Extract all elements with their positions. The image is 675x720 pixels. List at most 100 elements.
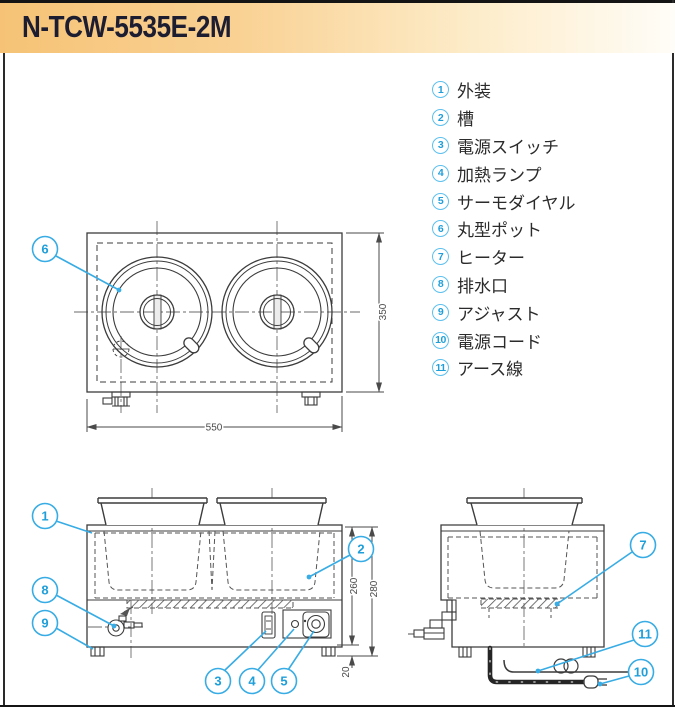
power-plug [583, 675, 607, 689]
model-number-title: N-TCW-5535E-2M [22, 9, 232, 44]
legend-circled-number: 2 [432, 109, 449, 127]
top-view-drawing: 550 350 6 [31, 221, 391, 435]
heat-lamp [290, 619, 300, 629]
callout-number: 8 [41, 583, 48, 598]
heater-side [480, 598, 560, 618]
legend-circled-number: 10 [432, 331, 449, 349]
dimension-350: 350 [346, 232, 391, 393]
legend-label: 丸型ポット [457, 221, 542, 241]
legend-label: 加熱ランプ [457, 165, 542, 185]
legend-label: 槽 [457, 110, 474, 130]
legend-circled-number: 6 [432, 220, 449, 238]
callout-number: 6 [41, 242, 48, 257]
dim-label-foot-height: 20 [341, 666, 352, 678]
front-view-drawing: 260 280 20 1 8 [31, 488, 382, 695]
dimension-260-280-20: 260 280 20 [337, 526, 382, 679]
thermo-dial-bezel [302, 611, 330, 638]
front-view-callouts: 1 8 9 2 [31, 502, 375, 695]
panel-plate [282, 609, 332, 639]
legend-label: アース線 [457, 360, 524, 380]
legend-item: 1 外装 [432, 76, 576, 104]
callout-3: 3 [204, 630, 267, 695]
callout-8: 8 [31, 576, 117, 629]
control-panel [261, 609, 332, 639]
callout-6: 6 [31, 235, 122, 293]
power-switch [261, 611, 276, 639]
drain-valve-top [102, 397, 113, 405]
round-pot-left [101, 256, 213, 368]
callout-7: 7 [554, 531, 657, 607]
side-view-body [440, 524, 605, 648]
callout-number: 4 [248, 674, 256, 689]
callout-5: 5 [270, 630, 315, 695]
heater-front [120, 599, 294, 616]
callout-number: 5 [280, 674, 287, 689]
legend-label: ヒーター [457, 249, 525, 269]
top-view-centerlines [74, 221, 360, 413]
legend-item: 11 アース線 [432, 354, 576, 382]
side-view-feet [458, 646, 596, 658]
legend-item: 6 丸型ポット [432, 215, 576, 243]
front-view-feet [90, 646, 336, 657]
legend-circled-number: 8 [432, 275, 449, 293]
legend-label: サーモダイヤル [457, 193, 576, 213]
top-view-feet [102, 391, 321, 407]
legend-circled-number: 4 [432, 164, 449, 182]
legend-circled-number: 7 [432, 248, 449, 266]
dim-label-body-height: 260 [349, 577, 360, 594]
side-view-tank-hidden [447, 530, 598, 599]
front-view-tanks-hidden [94, 530, 335, 599]
callout-number: 1 [41, 509, 48, 524]
callout-number: 9 [41, 616, 48, 631]
legend-item: 3 電源スイッチ [432, 132, 576, 160]
side-view-callouts: 7 11 10 [535, 531, 659, 687]
legend-label: 排水口 [457, 276, 508, 296]
pot-handle-tab [303, 337, 320, 354]
legend-item: 7 ヒーター [432, 243, 576, 271]
callout-4: 4 [238, 628, 295, 695]
legend-label: 外装 [457, 82, 491, 102]
callout-1: 1 [31, 502, 93, 534]
legend-circled-number: 11 [432, 359, 449, 377]
front-view-body [86, 524, 343, 648]
pot-handle-tab [183, 337, 200, 354]
top-view-body [86, 232, 343, 393]
side-view-pot [466, 497, 583, 526]
callout-number: 2 [357, 542, 364, 557]
round-pot-right [221, 256, 333, 368]
power-cord [487, 645, 607, 689]
legend-item: 10 電源コード [432, 326, 576, 354]
page-border-bottom [0, 705, 675, 707]
legend-item: 8 排水口 [432, 271, 576, 299]
drain-valve-side [408, 599, 457, 640]
callout-number: 10 [634, 665, 648, 680]
dim-label-depth: 350 [378, 303, 389, 320]
legend-label: 電源コード [457, 332, 542, 352]
legend-label: 電源スイッチ [457, 137, 559, 157]
legend-item: 9 アジャスト [432, 298, 576, 326]
dimension-550: 550 [86, 396, 343, 435]
pot-lid-knob-bar [153, 294, 162, 330]
legend-circled-number: 3 [432, 136, 449, 154]
dim-label-total-height: 280 [369, 580, 380, 597]
dim-label-width: 550 [206, 423, 223, 434]
side-view-drawing: 7 11 10 [408, 488, 659, 689]
callout-9: 9 [31, 609, 94, 650]
thermo-dial [306, 614, 326, 634]
callout-2: 2 [306, 535, 375, 580]
page-border-left [3, 50, 5, 707]
legend-circled-number: 9 [432, 303, 449, 321]
legend-label: アジャスト [457, 304, 541, 324]
pot-lid-knob-bar [273, 294, 282, 330]
page-border-right [672, 0, 674, 707]
callout-10: 10 [597, 658, 655, 687]
front-view-pots [97, 497, 327, 526]
page-border-top [0, 0, 675, 3]
legend-circled-number: 1 [432, 81, 449, 99]
legend-item: 4 加熱ランプ [432, 159, 576, 187]
